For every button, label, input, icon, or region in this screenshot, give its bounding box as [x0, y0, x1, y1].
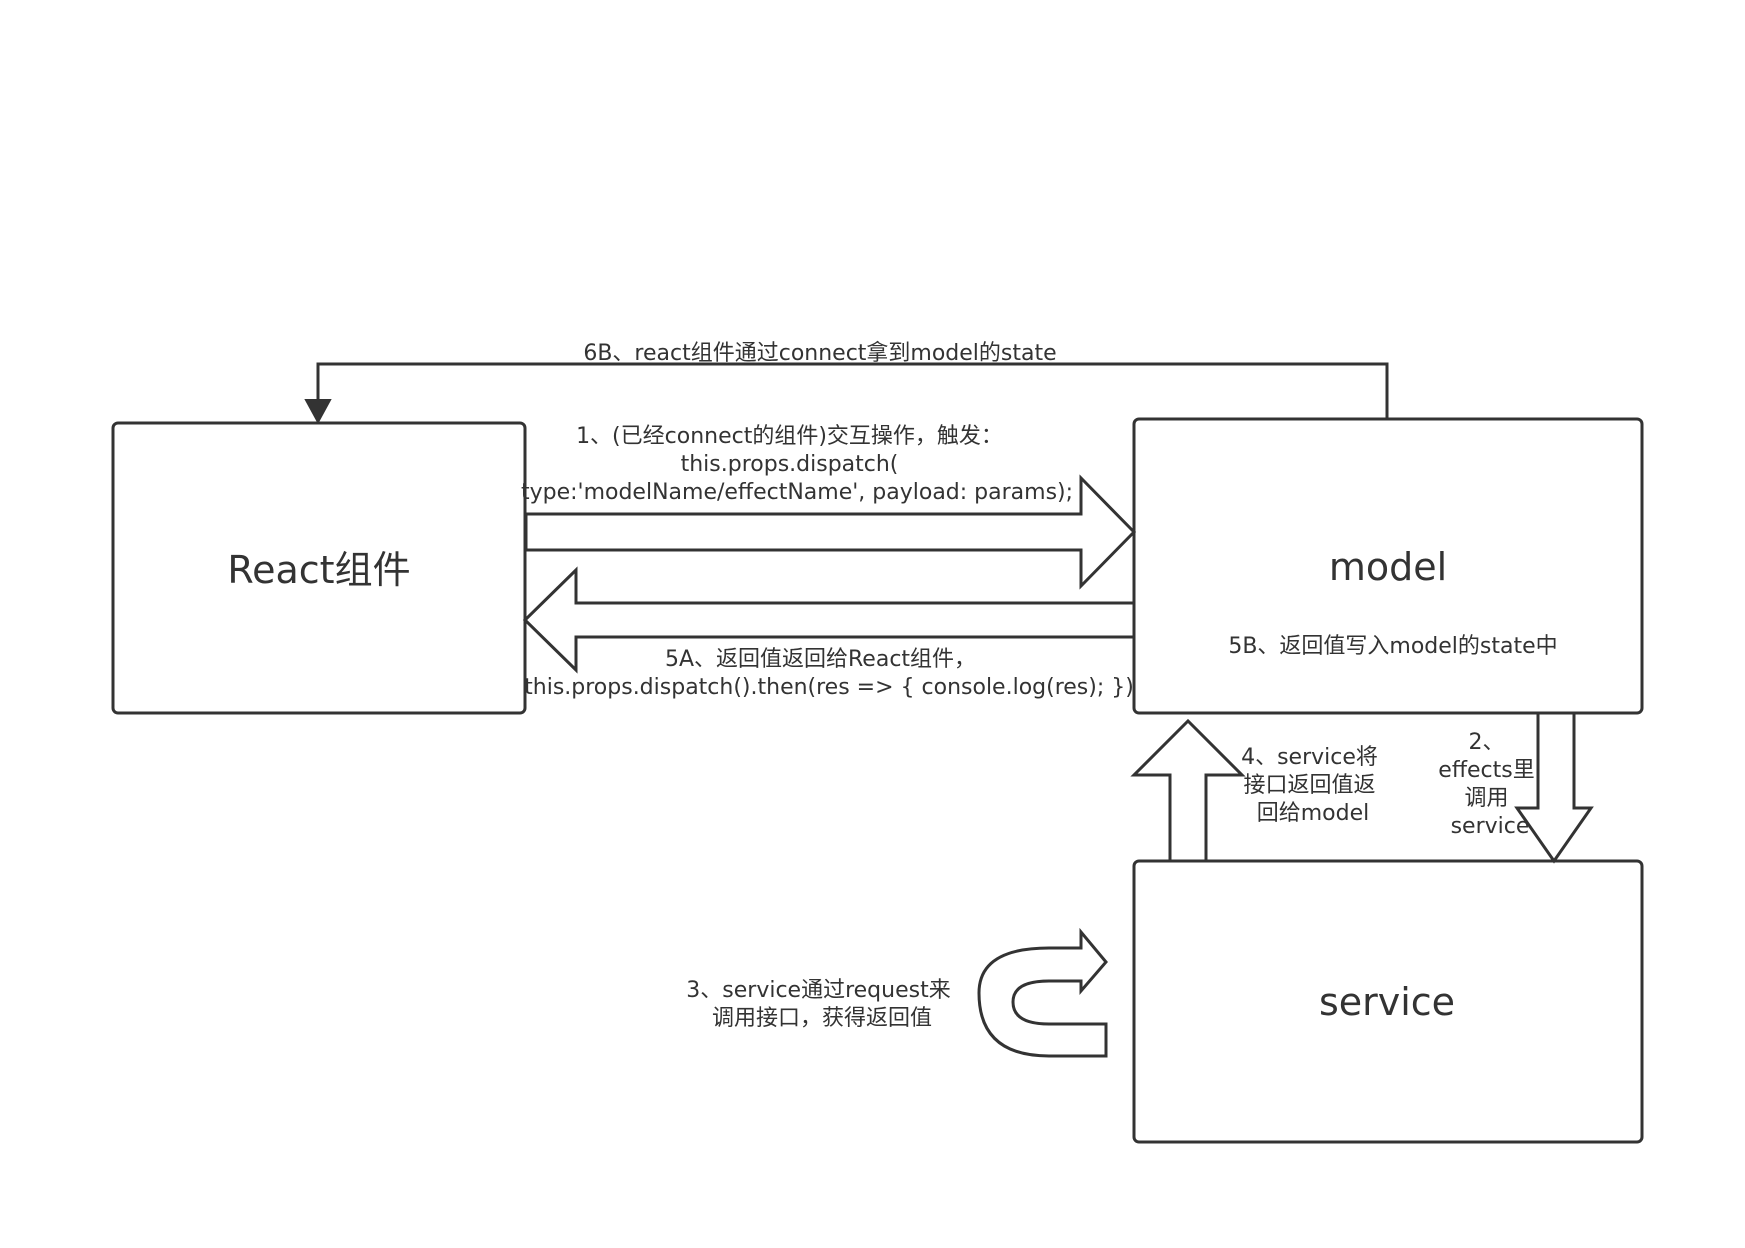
label-step3-line2: 调用接口，获得返回值: [712, 1006, 932, 1031]
label-6b: 6B、react组件通过connect拿到model的state: [583, 340, 1056, 366]
label-step2-line2: effects里: [1438, 758, 1534, 783]
label-step3-line1: 3、service通过request来: [686, 978, 950, 1003]
label-step4-line3: 回给model: [1257, 801, 1370, 826]
label-step1: 1、(已经connect的组件)交互操作，触发： this.props.disp…: [521, 424, 1073, 505]
react-component-box: [111, 421, 527, 715]
label-step5a-line1: 5A、返回值返回给React组件，: [665, 647, 976, 672]
react-component-label: React组件: [227, 548, 410, 592]
label-step3: 3、service通过request来 调用接口，获得返回值: [686, 978, 957, 1031]
label-step2: 2、 effects里 调用 service: [1438, 730, 1541, 839]
label-step2-line3: 调用: [1464, 786, 1508, 811]
service-box: [1132, 859, 1644, 1144]
label-step4-line1: 4、service将: [1241, 745, 1378, 770]
arrowhead-6b: [304, 399, 332, 425]
label-step1-line1: 1、(已经connect的组件)交互操作，触发：: [576, 424, 1003, 449]
label-step1-line2: this.props.dispatch(: [681, 452, 899, 477]
service-label: service: [1319, 980, 1455, 1024]
uturn-arrow-step3: [977, 927, 1108, 1058]
block-arrow-step5a: [522, 566, 1136, 674]
label-step5a: 5A、返回值返回给React组件， this.props.dispatch().…: [524, 647, 1134, 700]
connector-6b-line: [316, 362, 1389, 419]
label-step4-line2: 接口返回值返: [1243, 773, 1375, 798]
model-note-5b: 5B、返回值写入model的state中: [1228, 634, 1557, 659]
block-arrow-step1: [524, 474, 1137, 590]
label-step4: 4、service将 接口返回值返 回给model: [1241, 745, 1385, 826]
connector-6b: [304, 362, 1389, 425]
label-step2-line4: service: [1451, 814, 1530, 839]
block-arrow-step4: [1130, 718, 1246, 863]
label-step1-line3: type:'modelName/effectName', payload: pa…: [521, 480, 1073, 505]
label-step5a-line2: this.props.dispatch().then(res => { cons…: [524, 675, 1134, 700]
model-label: model: [1329, 545, 1447, 589]
block-arrow-step2: [1514, 711, 1594, 864]
label-step2-line1: 2、: [1469, 730, 1505, 755]
model-box: [1132, 417, 1644, 715]
